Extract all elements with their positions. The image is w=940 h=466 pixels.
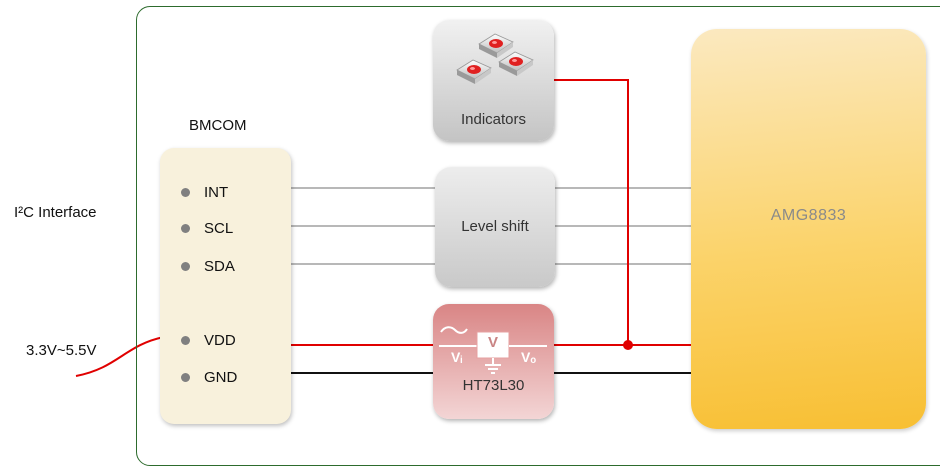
regulator-vin: Vᵢ — [451, 349, 463, 365]
pin-label: GND — [204, 369, 238, 386]
indicator-power-line — [554, 79, 629, 345]
pin-dot-icon — [181, 223, 190, 233]
indicators-block: Indicators — [433, 20, 554, 141]
pin-scl: SCL — [181, 220, 233, 237]
indicators-label: Indicators — [460, 111, 527, 128]
pin-label: SDA — [204, 258, 235, 275]
bmcom-title: BMCOM — [189, 117, 247, 134]
pin-vdd: VDD — [181, 332, 236, 349]
regulator-symbol-icon — [439, 326, 547, 374]
level-shift-block: Level shift — [435, 167, 555, 287]
pin-dot-icon — [181, 372, 190, 382]
pin-label: VDD — [204, 332, 236, 349]
led-icon — [456, 33, 534, 84]
supply-arrow — [75, 336, 165, 377]
sensor-label: AMG8833 — [770, 207, 847, 224]
junction-dot — [623, 340, 633, 350]
regulator-vout: Vₒ — [521, 349, 537, 365]
pin-sda: SDA — [181, 258, 235, 275]
sensor-block: AMG8833 — [691, 29, 926, 429]
regulator-label: HT73L30 — [462, 377, 525, 394]
pin-gnd: GND — [181, 369, 237, 386]
pin-dot-icon — [181, 335, 190, 345]
interface-label: I²C Interface — [14, 204, 97, 221]
regulator-symbol: V — [487, 334, 498, 351]
pin-label: INT — [204, 184, 229, 201]
level-shift-label: Level shift — [461, 218, 529, 235]
pin-int: INT — [181, 184, 228, 201]
pin-dot-icon — [181, 261, 190, 271]
voltage-label: 3.3V~5.5V — [26, 342, 97, 359]
pin-dot-icon — [181, 187, 190, 197]
bmcom-connector: INT SCL SDA VDD GND — [160, 148, 291, 424]
regulator-block: V Vᵢ Vₒ HT73L30 — [433, 304, 554, 419]
pin-label: SCL — [204, 220, 234, 237]
